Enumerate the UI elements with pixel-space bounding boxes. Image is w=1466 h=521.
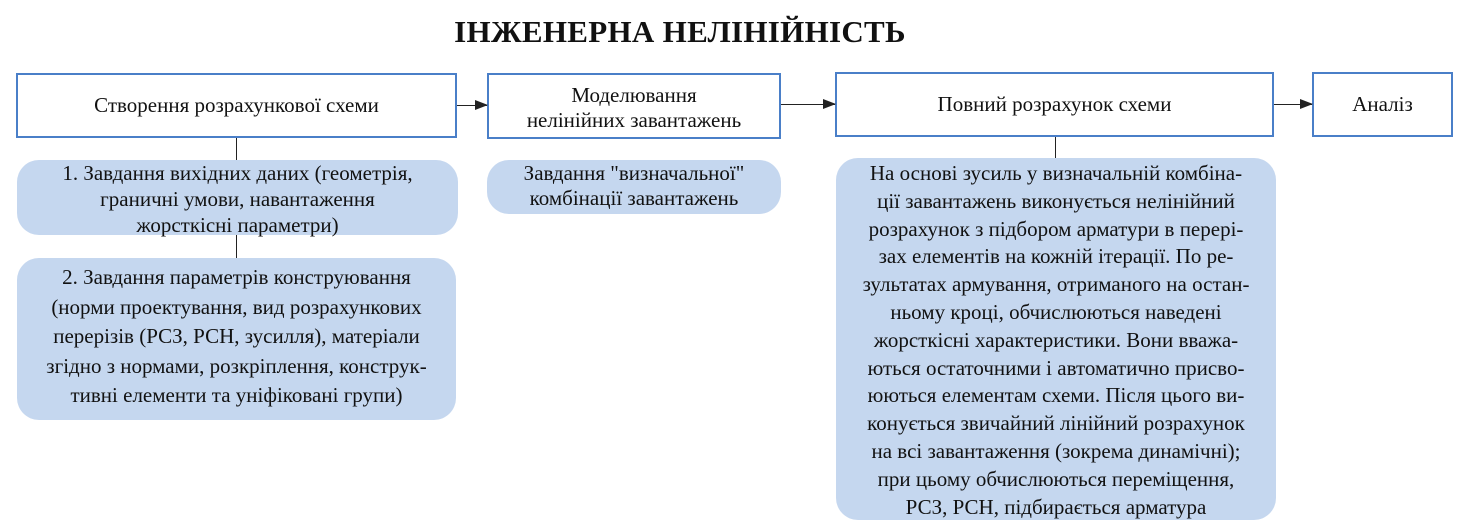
detail-line: Завдання "визначальної" (523, 161, 745, 185)
detail-line: перерізів (РСЗ, РСН, зусилля), матеріали (53, 324, 420, 348)
connector-line (1055, 137, 1056, 158)
detail-line: на всі завантаження (зокрема динамічні); (871, 438, 1241, 463)
detail-line: 2. Завдання параметрів конструювання (62, 265, 411, 289)
detail-line: згідно з нормами, розкріплення, конструк… (46, 353, 427, 378)
step-label: Аналіз (1352, 92, 1413, 116)
arrow-1 (457, 100, 488, 110)
detail-line: зах елементів на кожній ітерації. По ре- (878, 244, 1234, 269)
detail-line: при цьому обчислюються переміщення, (877, 466, 1235, 491)
detail-line: ються остаточними і автоматично присво- (867, 355, 1245, 380)
detail-line: комбінації завантажень (529, 186, 739, 210)
detail-line: тивні елементи та уніфіковані групи) (70, 383, 403, 407)
detail-line: зультатах армування, отриманого на остан… (862, 272, 1250, 297)
detail-design-params: 2. Завдання параметрів конструювання (но… (17, 258, 456, 420)
step-full-calculation: Повний розрахунок схеми (835, 72, 1274, 137)
detail-line: конується звичайний лінійний розрахунок (867, 411, 1245, 436)
arrow-3 (1274, 99, 1313, 109)
detail-line: жорсткісні характеристики. Вони вважа- (873, 327, 1239, 352)
detail-combination: Завдання "визначальної" комбінації заван… (487, 160, 781, 214)
detail-line: розрахунок з підбором арматури в перері- (868, 216, 1244, 241)
detail-full-calc: На основі зусиль у визначальній комбіна-… (836, 158, 1276, 520)
step-nonlinear-loads: Моделювання нелінійних завантажень (487, 73, 781, 139)
detail-line: На основі зусиль у визначальній комбіна- (869, 161, 1243, 185)
detail-line: ції завантажень виконується нелінійний (877, 188, 1235, 213)
detail-line: ньому кроці, обчислюються наведені (890, 299, 1222, 324)
detail-line: граничні умови, навантаження (100, 187, 375, 211)
detail-line: (норми проектування, вид розрахункових (51, 294, 422, 319)
diagram-title: ІНЖЕНЕРНА НЕЛІНІЙНІСТЬ (454, 14, 906, 49)
detail-line: юються елементам схеми. Після цього ви- (867, 383, 1245, 408)
connector-line (236, 235, 237, 258)
step-label: Моделювання (571, 83, 697, 107)
step-label: Створення розрахункової схеми (94, 93, 379, 117)
detail-line: РСЗ, РСН, підбирається арматура (905, 494, 1207, 519)
detail-line: жорсткісні параметри) (136, 213, 339, 237)
detail-line: 1. Завдання вихідних даних (геометрія, (62, 161, 413, 185)
step-label: нелінійних завантажень (526, 108, 742, 132)
step-analysis: Аналіз (1312, 72, 1453, 137)
connector-line (236, 138, 237, 160)
detail-input-data: 1. Завдання вихідних даних (геометрія, г… (17, 160, 458, 237)
step-label: Повний розрахунок схеми (937, 92, 1172, 116)
step-create-scheme: Створення розрахункової схеми (16, 73, 457, 138)
arrow-2 (781, 99, 836, 109)
